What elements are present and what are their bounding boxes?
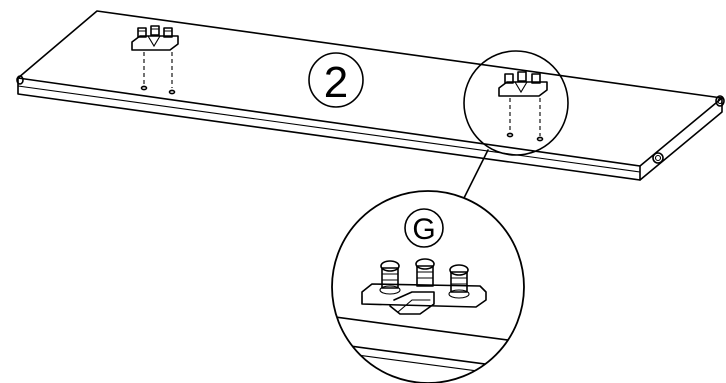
bracket-right [498, 71, 548, 97]
screw-left-b [150, 25, 160, 36]
detail-screw-right [448, 264, 470, 299]
screw-left-a [137, 27, 147, 38]
bracket-left [131, 25, 179, 51]
pilot-hole [536, 136, 544, 142]
screw-left-c [163, 27, 173, 38]
detail-screw-left [379, 260, 401, 295]
step-number: 2 [324, 58, 348, 107]
detail-circle [331, 190, 525, 383]
pilot-hole [140, 85, 148, 91]
detail-label-callout: G [404, 208, 444, 248]
edge-dowels [16, 75, 725, 164]
detail-board-edge [332, 314, 524, 344]
detail-view: G [331, 190, 525, 383]
step-circle [308, 52, 364, 108]
screw-right-c [531, 73, 541, 84]
detail-leader-line [463, 149, 489, 199]
detail-label: G [412, 213, 435, 246]
pilot-hole [506, 132, 514, 138]
shelf-panel [17, 10, 723, 181]
detail-bracket [361, 283, 487, 315]
screw-right-b [517, 71, 527, 82]
screw-right-a [504, 73, 514, 84]
detail-label-circle [404, 208, 444, 248]
pilot-hole [168, 89, 176, 95]
step-number-callout: 2 [308, 52, 364, 108]
detail-screw-middle [415, 258, 435, 287]
magnify-source-circle [463, 50, 569, 156]
